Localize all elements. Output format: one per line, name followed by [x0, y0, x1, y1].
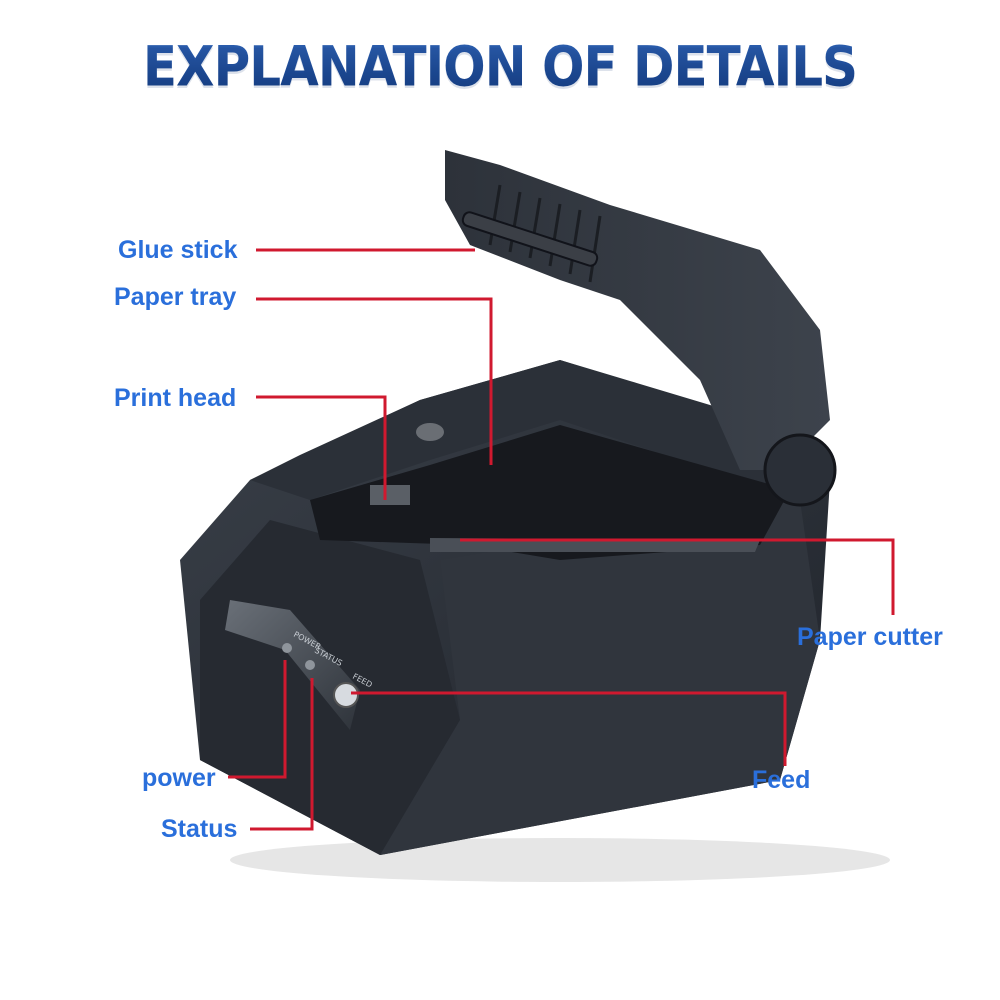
paper-compartment	[310, 425, 790, 560]
printer-rim	[250, 360, 830, 500]
leader-feed	[351, 691, 787, 766]
label-glue-stick: Glue stick	[118, 236, 238, 264]
lid-ribs	[488, 184, 602, 283]
leader-print-head	[256, 395, 387, 500]
control-panel	[225, 600, 360, 730]
roller-knob	[416, 423, 444, 441]
label-paper-tray: Paper tray	[114, 283, 237, 311]
page-title: EXPLANATION OF DETAILS	[0, 35, 1000, 99]
feed-button	[333, 682, 359, 708]
leader-paper-tray	[256, 297, 493, 465]
printer-shadow	[230, 838, 890, 882]
print-head-strip	[370, 485, 410, 505]
status-led	[305, 660, 315, 670]
leader-paper-cutter	[460, 538, 895, 615]
leader-lines	[228, 248, 895, 831]
glue-stick-roller	[461, 211, 599, 267]
label-paper-cutter: Paper cutter	[797, 623, 943, 651]
label-feed: Feed	[752, 766, 811, 794]
lid-hinge	[763, 433, 837, 507]
printer-side	[380, 500, 820, 855]
leader-status	[250, 678, 314, 831]
printer-lid	[445, 150, 830, 470]
label-print-head: Print head	[114, 384, 237, 412]
power-led	[282, 643, 292, 653]
label-status: Status	[161, 815, 238, 843]
leader-power	[228, 660, 287, 779]
label-power: power	[142, 764, 216, 792]
